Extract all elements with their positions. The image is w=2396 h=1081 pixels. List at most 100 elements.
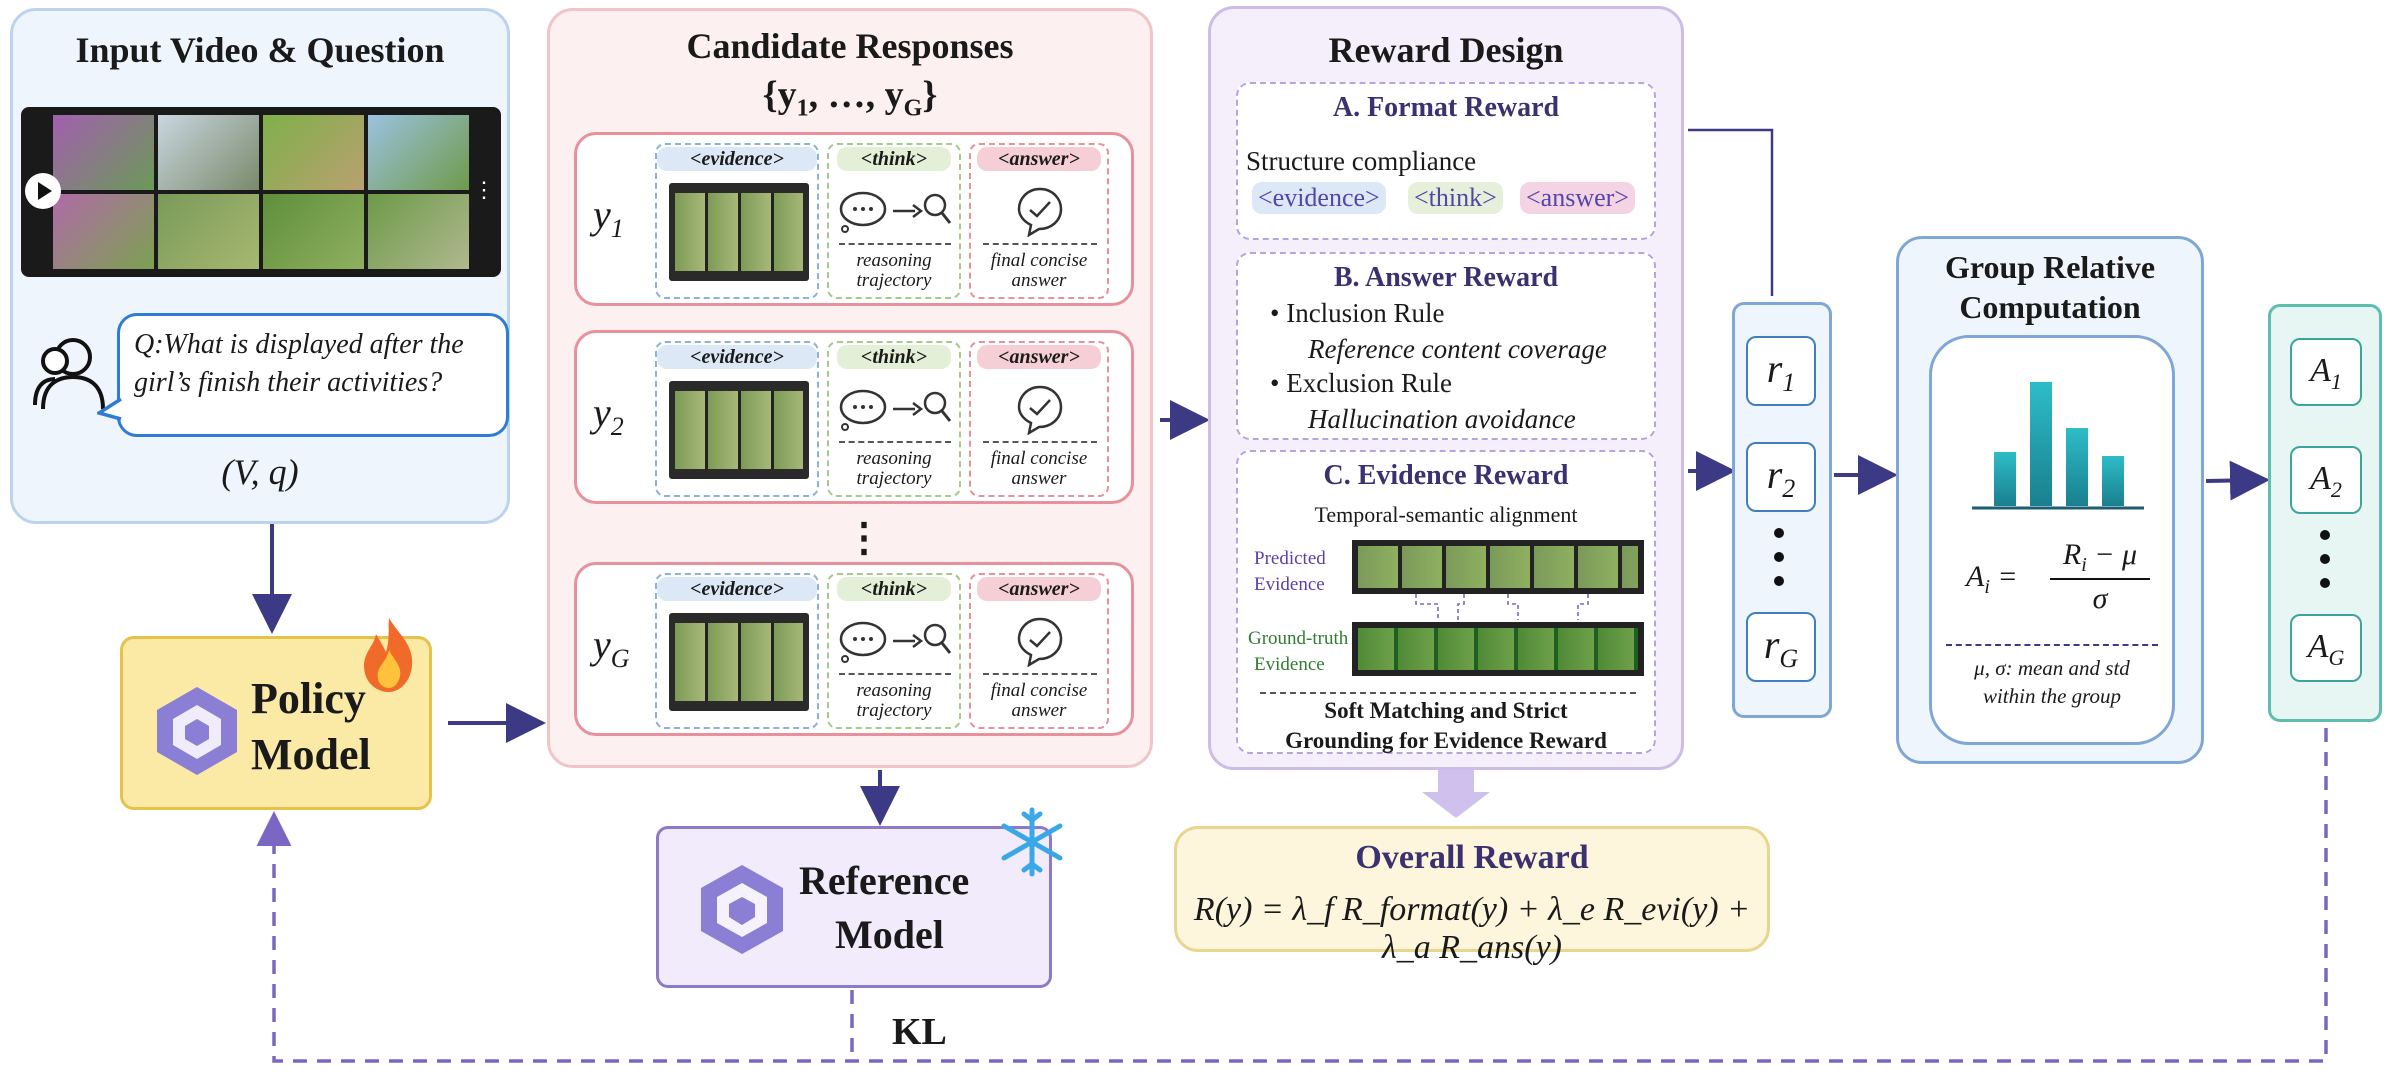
kl-label: KL: [892, 1011, 947, 1053]
answer-block: <answer> final concise answer: [969, 573, 1109, 729]
inclusion-rule-desc: Reference content coverage: [1308, 334, 1607, 364]
predicted-evidence-strip: [1352, 540, 1644, 594]
reference-model-box: Reference Model: [656, 826, 1052, 988]
thought-to-search-icon: [839, 191, 952, 233]
qwen-logo-icon: [701, 865, 783, 954]
evidence-frames: [669, 183, 809, 281]
play-button-icon[interactable]: [25, 173, 61, 209]
format-reward-text: Structure compliance: [1246, 146, 1477, 176]
candidate-row: yG <evidence> <think> reasoning traje: [574, 562, 1134, 736]
bubble-tail: [97, 397, 122, 421]
user-icon: [33, 338, 105, 410]
question-text: Q:What is displayed after the girl’s fin…: [134, 329, 464, 398]
evidence-foot-2: Grounding for Evidence Reward: [1285, 728, 1607, 753]
evidence-block: <evidence>: [655, 573, 819, 729]
video-filmstrip[interactable]: ⋮: [21, 107, 501, 277]
bar-histogram-icon: [1972, 382, 2144, 510]
reward-value-box: r2: [1746, 442, 1816, 512]
predicted-evidence-label-1: Predicted: [1254, 548, 1326, 569]
ground-truth-label-1: Ground-truth: [1248, 628, 1349, 649]
answer-caption: final concise answer: [990, 250, 1088, 291]
reference-model-label-1: Reference: [799, 858, 970, 903]
group-inner-box: Ai = Ri − μ σ μ, σ: mean and std within …: [1929, 335, 2175, 745]
evidence-tag: <evidence>: [657, 345, 817, 369]
answer-reward-box: B. Answer Reward • Inclusion Rule Refere…: [1236, 252, 1656, 440]
question-bubble: Q:What is displayed after the girl’s fin…: [117, 313, 509, 437]
evidence-reward-box: C. Evidence Reward Temporal-semantic ali…: [1236, 450, 1656, 754]
advantages-dots: [2320, 530, 2330, 588]
answer-bubble-icon: [1017, 385, 1063, 435]
arrow-group-to-advantages: [2205, 460, 2270, 501]
think-tag: <think>: [837, 147, 951, 171]
overall-reward-box: Overall Reward R(y) = λ_f R_format(y) + …: [1174, 826, 1770, 966]
reward-value-box: r1: [1746, 336, 1816, 406]
think-tag: <think>: [837, 345, 951, 369]
answer-caption: final concise answer: [990, 448, 1088, 489]
answer-caption: final concise answer: [990, 680, 1088, 721]
evidence-frames: [669, 613, 809, 711]
exclusion-rule-desc: Hallucination avoidance: [1308, 404, 1576, 434]
ground-truth-evidence-strip: [1352, 622, 1644, 676]
format-tag-answer: <answer>: [1520, 182, 1635, 214]
reference-model-label-2: Model: [835, 912, 944, 957]
answer-tag: <answer>: [977, 345, 1101, 369]
group-note-2: within the group: [1982, 684, 2122, 708]
format-tag-think: <think>: [1408, 182, 1503, 214]
arrow-reward-to-overall: [1422, 770, 1490, 818]
answer-reward-title: B. Answer Reward: [1333, 262, 1559, 293]
answer-tag: <answer>: [977, 147, 1101, 171]
more-icon: ⋮: [473, 177, 495, 202]
connector-format-to-rewards: [1688, 128, 1774, 296]
reasoning-caption: reasoning trajectory: [856, 250, 932, 291]
policy-model-label-1: Policy: [251, 674, 366, 723]
group-formula: Ai = Ri − μ σ: [1966, 534, 2156, 624]
think-tag: <think>: [837, 577, 951, 601]
evidence-foot-1: Soft Matching and Strict: [1324, 698, 1568, 723]
input-panel: Input Video & Question ⋮ Q:What is displ…: [10, 8, 510, 524]
snowflake-icon: [1001, 807, 1063, 877]
candidate-row: y1 <evidence> <think> reasoning traje: [574, 132, 1134, 306]
answer-bubble-icon: [1017, 187, 1063, 237]
group-note-1: μ, σ: mean and std: [1974, 656, 2130, 680]
thought-to-search-icon: [839, 621, 952, 663]
answer-bubble-icon: [1017, 617, 1063, 667]
qwen-logo-icon: [157, 687, 237, 775]
candidate-label: y1: [593, 192, 624, 243]
policy-model-label-2: Model: [251, 730, 371, 779]
format-reward-box: A. Format Reward Structure compliance <e…: [1236, 82, 1656, 240]
think-block: <think> reasoning trajectory: [827, 341, 961, 497]
group-title-2: Computation: [1959, 289, 2141, 325]
evidence-tag: <evidence>: [657, 577, 817, 601]
candidate-label: y2: [593, 390, 624, 441]
format-tag-evidence: <evidence>: [1252, 182, 1386, 214]
reward-value-box: rG: [1746, 612, 1816, 682]
predicted-evidence-label-2: Evidence: [1254, 574, 1325, 595]
candidates-vdots: ⋮: [844, 515, 884, 560]
overall-reward-title: Overall Reward: [1355, 839, 1589, 876]
reasoning-caption: reasoning trajectory: [856, 680, 932, 721]
reward-design-title: Reward Design: [1328, 30, 1564, 70]
input-pair-label: (V, q): [221, 452, 299, 492]
overall-reward-formula: R(y) = λ_f R_format(y) + λ_e R_evi(y) + …: [1177, 891, 1767, 967]
ground-truth-label-2: Evidence: [1254, 654, 1325, 675]
think-block: <think> reasoning trajectory: [827, 573, 961, 729]
advantage-value-box: A1: [2290, 338, 2362, 406]
advantage-value-box: A2: [2290, 446, 2362, 514]
group-divider: [1946, 644, 2158, 646]
evidence-reward-subtitle: Temporal-semantic alignment: [1314, 502, 1578, 527]
think-block: <think> reasoning trajectory: [827, 143, 961, 299]
candidates-set: {y1, …, yG}: [762, 74, 938, 122]
answer-block: <answer> final concise answer: [969, 341, 1109, 497]
evidence-frames: [669, 381, 809, 479]
candidates-title: Candidate Responses: [686, 26, 1014, 66]
candidate-label: yG: [593, 622, 630, 673]
candidate-row: y2 <evidence> <think> reasoning traje: [574, 330, 1134, 504]
overall-formula-text: R(y) = λ_f R_format(y) + λ_e R_evi(y) + …: [1193, 891, 1751, 966]
group-relative-panel: Group Relative Computation Ai = Ri − μ σ…: [1896, 236, 2204, 764]
input-panel-title: Input Video & Question: [75, 30, 445, 70]
alignment-links: [1415, 594, 1589, 620]
inclusion-rule: • Inclusion Rule: [1270, 298, 1445, 328]
thought-to-search-icon: [839, 389, 952, 431]
evidence-reward-title: C. Evidence Reward: [1323, 460, 1569, 491]
